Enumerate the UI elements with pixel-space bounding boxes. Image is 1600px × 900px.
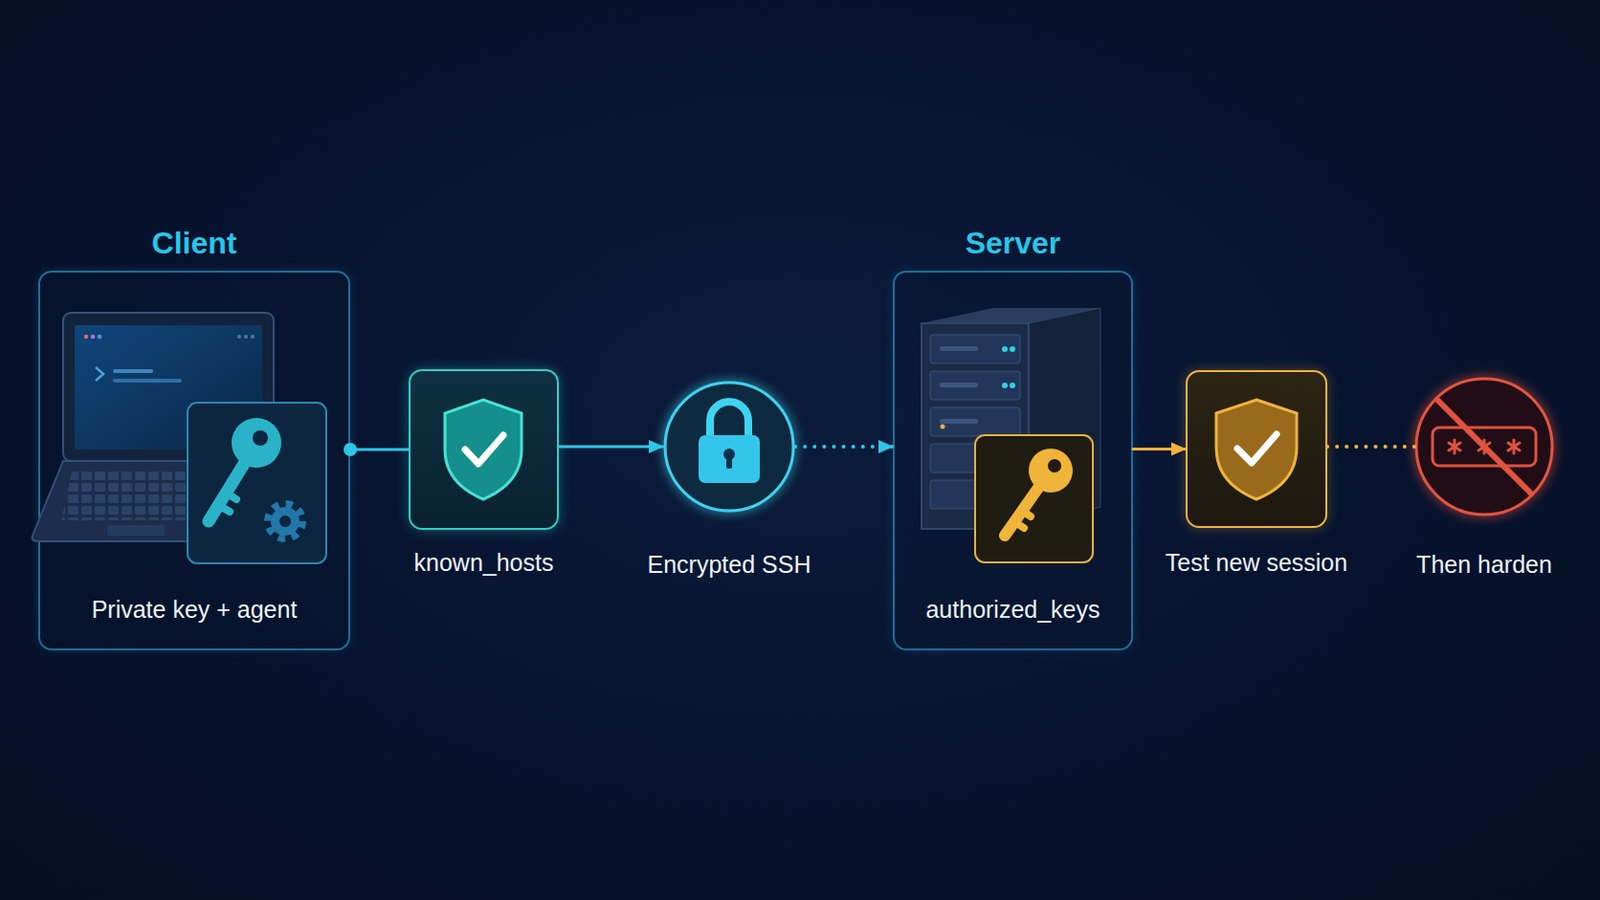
node-label: authorized_keys: [818, 595, 1208, 624]
node-label: Private key + agent: [0, 595, 425, 624]
lock-icon: [698, 401, 760, 484]
drive-bay: [930, 407, 1021, 437]
window-dot: [237, 334, 242, 339]
laptop-keyboard: [61, 468, 188, 521]
key-tooth: [1021, 510, 1031, 517]
asterisk-stroke: [1478, 443, 1490, 451]
terminal-line: [112, 378, 182, 383]
window-dot: [244, 334, 248, 339]
trust-check-box: known_hosts: [408, 369, 559, 531]
test-session-box: Test new session: [1185, 370, 1328, 529]
connector-arrow: [350, 448, 409, 452]
key-hole: [252, 430, 268, 446]
encryption-circle: Encrypted SSH: [663, 380, 796, 513]
panel-heading: Server: [818, 224, 1208, 262]
server-front: [921, 323, 1029, 530]
server-illustration: [921, 308, 1101, 530]
laptop-bezel: [63, 312, 274, 462]
key-hole: [1047, 459, 1062, 473]
window-dot: [250, 334, 255, 339]
drive-bay: [930, 371, 1021, 400]
panel-heading: Client: [0, 224, 425, 262]
status-led: [1009, 382, 1016, 389]
keyhole: [723, 448, 735, 461]
check-mark: [1237, 434, 1277, 464]
prohibition-slash: [1437, 400, 1532, 494]
drive-slot: [939, 382, 978, 388]
circle-ring: [1416, 378, 1553, 515]
icon-tile: [975, 435, 1093, 563]
window-dot: [90, 334, 95, 339]
key-head: [1028, 448, 1073, 493]
key-head: [231, 418, 282, 468]
drive-slot: [939, 346, 978, 352]
key-tooth: [1013, 521, 1024, 529]
key-agent-icon: [187, 402, 327, 564]
no-password-icon: [1432, 400, 1536, 494]
authorized-key-icon: [975, 435, 1093, 563]
node-label: Then harden: [1337, 550, 1600, 579]
asterisk-stroke: [1508, 443, 1520, 451]
keyhole: [726, 455, 733, 469]
asterisk-stroke: [1483, 440, 1487, 454]
shield: [1216, 400, 1297, 500]
connector-arrow: [1327, 444, 1415, 449]
lock-shackle: [710, 401, 749, 438]
asterisk-stroke: [1512, 440, 1516, 454]
asterisk-stroke: [1478, 443, 1490, 451]
client-panel: ClientPrivate key + agent: [38, 270, 351, 651]
check-mark: [465, 435, 504, 465]
drive-bay: [930, 480, 1021, 510]
laptop-touchpad: [107, 525, 165, 536]
key-tooth: [225, 492, 237, 500]
laptop-illustration: [32, 312, 288, 542]
asterisk-stroke: [1448, 443, 1461, 451]
drive-bay: [930, 444, 1021, 473]
lock-body: [698, 435, 760, 484]
password-field: [1432, 427, 1536, 467]
circle-ring: [665, 382, 794, 512]
window-dot: [97, 334, 102, 339]
window-dot: [84, 334, 89, 339]
circle-outline: [663, 380, 796, 513]
server-panel: Serverauthorized_keys: [892, 270, 1134, 651]
connector-arrow: [558, 445, 664, 449]
node-label: Encrypted SSH: [586, 550, 872, 579]
status-led: [1001, 346, 1008, 353]
prompt-chevron: [95, 367, 104, 381]
asterisk-stroke: [1448, 443, 1461, 451]
gear-teeth: [267, 504, 303, 539]
connector-arrow: [795, 444, 893, 449]
server-top: [921, 308, 1101, 324]
password-asterisks: [1448, 440, 1520, 454]
icon-tile: [187, 402, 327, 564]
key-shaft: [1004, 488, 1039, 536]
laptop-base: [32, 461, 288, 542]
shield: [444, 400, 522, 500]
shield-icon: [444, 400, 522, 500]
server-side: [1028, 308, 1101, 530]
status-led: [1001, 382, 1008, 389]
connector-arrow: [1133, 447, 1186, 451]
gear-hole: [279, 515, 291, 528]
harden-circle: Then harden: [1414, 377, 1555, 517]
node-label: known_hosts: [333, 548, 634, 578]
key-tooth: [218, 505, 230, 512]
node-label: Test new session: [1111, 548, 1402, 578]
terminal-line: [112, 369, 154, 374]
status-led: [1009, 346, 1016, 353]
asterisk-stroke: [1453, 440, 1457, 454]
drive-bay: [930, 334, 1021, 364]
drive-slot: [939, 419, 978, 424]
key-shaft: [208, 464, 245, 522]
asterisk-stroke: [1508, 443, 1520, 451]
laptop-screen: [74, 325, 263, 450]
gold-shield-icon: [1216, 400, 1297, 500]
status-led: [940, 424, 946, 430]
gear-body: [270, 507, 300, 536]
circle-outline: [1414, 377, 1555, 517]
